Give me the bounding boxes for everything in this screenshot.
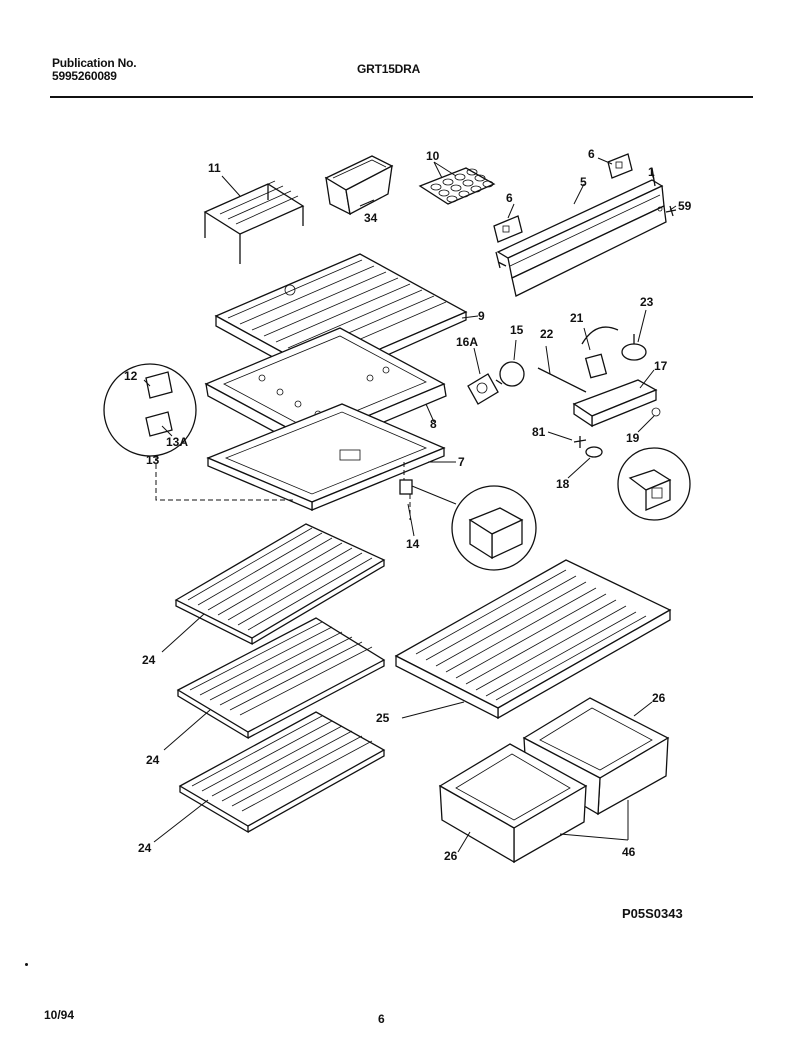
part-wire-shelf-24-c — [178, 711, 386, 834]
callout-25: 25 — [376, 711, 390, 725]
callout-46: 46 — [622, 845, 636, 859]
part-14 — [399, 462, 537, 571]
part-knob-18 — [585, 446, 603, 458]
callout-9: 9 — [478, 309, 485, 323]
part-wire-shelf-24-a — [174, 523, 386, 646]
part-rod-22 — [537, 367, 587, 393]
callout-21: 21 — [570, 311, 584, 325]
part-screw-81 — [573, 436, 587, 448]
callout-26-left: 26 — [444, 849, 458, 863]
callout-34: 34 — [364, 211, 378, 225]
callout-24-b: 24 — [146, 753, 160, 767]
part-switch-21 — [581, 326, 619, 379]
callout-13: 13 — [146, 453, 160, 467]
part-bulb-15 — [495, 361, 525, 387]
callout-6-top: 6 — [588, 147, 595, 161]
callout-24-c: 24 — [138, 841, 152, 855]
callout-1: 1 — [648, 165, 655, 179]
part-screw-59 — [665, 205, 677, 217]
page-number: 6 — [378, 1012, 385, 1026]
publication-date: 10/94 — [44, 1008, 75, 1022]
leader-lines — [143, 157, 677, 853]
callout-26-right: 26 — [652, 691, 666, 705]
callout-11: 11 — [208, 161, 221, 175]
callout-6-mid: 6 — [506, 191, 513, 205]
callout-10: 10 — [426, 149, 440, 163]
part-crisper-cover-25 — [394, 559, 672, 720]
callout-8: 8 — [430, 417, 437, 431]
callout-labels: 11 34 10 6 5 6 1 59 9 15 22 21 23 16A 17… — [124, 147, 692, 863]
callout-59: 59 — [678, 199, 692, 213]
callout-81: 81 — [532, 425, 546, 439]
part-cover-7 — [206, 403, 446, 511]
callout-12: 12 — [124, 369, 138, 383]
callout-14: 14 — [406, 537, 420, 551]
inset-detail-right — [617, 447, 691, 521]
header-rule — [50, 96, 753, 98]
callout-13a: 13A — [166, 435, 188, 449]
publication-label: Publication No. — [52, 56, 137, 70]
part-housing-17 — [572, 379, 658, 428]
callout-7: 7 — [458, 455, 465, 469]
callout-23: 23 — [640, 295, 654, 309]
callout-15: 15 — [510, 323, 524, 337]
callout-17: 17 — [654, 359, 668, 373]
part-19 — [651, 407, 661, 417]
model-number: GRT15DRA — [357, 62, 421, 76]
callout-22: 22 — [540, 327, 554, 341]
part-bracket-6-top — [607, 153, 633, 179]
part-bin-34 — [324, 155, 394, 216]
part-wire-rack-11 — [203, 180, 305, 264]
callout-5: 5 — [580, 175, 587, 189]
callout-18: 18 — [556, 477, 570, 491]
inset-detail-12-13 — [103, 363, 296, 501]
part-wire-shelf-24-b — [176, 617, 386, 740]
part-light-socket-16a — [467, 373, 499, 405]
stray-dot — [25, 963, 28, 966]
part-bracket-6-mid — [493, 215, 523, 243]
publication-number: 5995260089 — [52, 69, 117, 83]
callout-16a: 16A — [456, 335, 478, 349]
part-rail-assembly-1-5 — [495, 167, 667, 297]
part-thermostat-23 — [621, 334, 647, 361]
callout-19: 19 — [626, 431, 640, 445]
part-egg-tray-10 — [418, 167, 496, 205]
callout-24-a: 24 — [142, 653, 156, 667]
part-crisper-drawer-26-left — [438, 743, 588, 864]
diagram-code: P05S0343 — [622, 906, 683, 921]
